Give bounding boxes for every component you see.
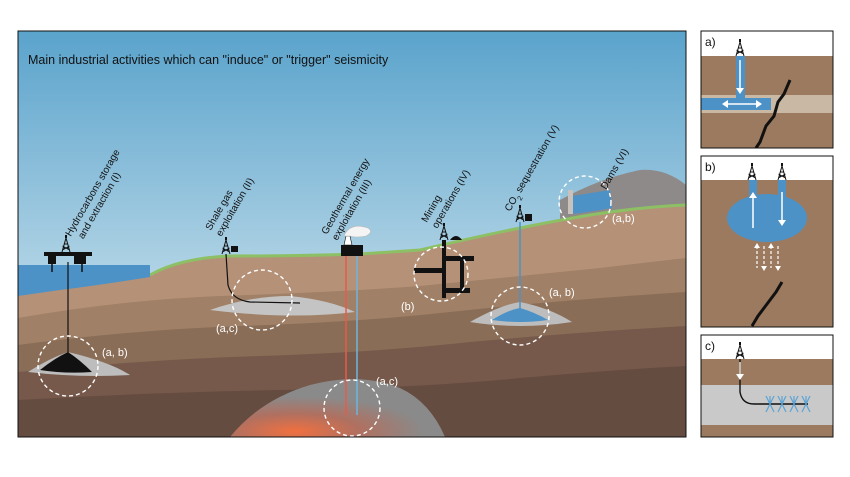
induced-zone-mining: [413, 246, 469, 302]
sea: [18, 265, 150, 296]
dam-wall: [568, 190, 573, 214]
mechanism-label-co2: (a, b): [549, 287, 575, 299]
induced-zone-shale: [231, 269, 293, 331]
shale-gas-rig: [221, 236, 238, 255]
grass-line: [149, 203, 686, 277]
panel-b: [701, 156, 833, 327]
horizontal-well-c: [739, 359, 808, 405]
co2-rig: [515, 204, 532, 223]
induced-zone-hydrocarbons: [37, 335, 99, 397]
geothermal-plant: [341, 225, 371, 256]
fault-line-a: [754, 79, 792, 148]
panel-a: [701, 31, 833, 148]
mine-structure: [414, 222, 474, 298]
co2-fill: [492, 308, 548, 322]
fractures-c: [765, 395, 811, 413]
dam-reservoir: [572, 190, 612, 214]
main-panel-border: [17, 30, 687, 438]
panel-a-label: a): [705, 35, 716, 49]
main-panel: (a, b) (a,c) (a,c) (b) (a, b) (a,b) Main…: [18, 31, 686, 437]
mechanism-label-hydrocarbons: (a, b): [102, 347, 128, 359]
panel-c-label: c): [705, 339, 715, 353]
mechanism-label-geothermal: (a,c): [376, 376, 398, 388]
hydrocarbon-fill: [40, 352, 92, 373]
fault-line-b: [750, 281, 784, 327]
panel-c: [701, 335, 833, 437]
induced-zone-co2: [490, 286, 550, 346]
deep-rock-dome: [230, 379, 445, 437]
panel-b-border: [700, 155, 834, 328]
page-title: Main industrial activities which can "in…: [28, 53, 389, 67]
panel-a-border: [700, 30, 834, 149]
mechanism-label-mining: (b): [401, 301, 414, 313]
reservoir-b: [727, 194, 807, 242]
mechanism-label-dam: (a,b): [612, 213, 635, 225]
panel-b-label: b): [705, 160, 716, 174]
offshore-platform: [44, 234, 92, 272]
induced-zone-geothermal: [323, 379, 381, 437]
shale-well: [225, 253, 301, 304]
panel-c-border: [700, 334, 834, 438]
mechanism-label-shale: (a,c): [216, 323, 238, 335]
induced-zone-dam: [558, 175, 612, 229]
